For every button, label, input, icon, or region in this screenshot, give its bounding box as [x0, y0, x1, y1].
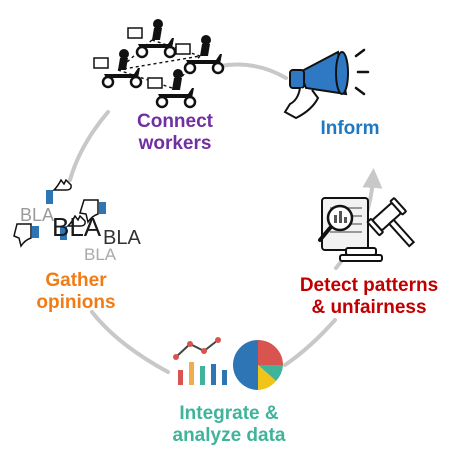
bla-text: BLA	[20, 205, 55, 225]
gather-opinions-label: Gather opinions	[26, 270, 126, 314]
thumbs-down-icon	[79, 199, 106, 224]
arc-gather-to-connect	[68, 110, 110, 182]
arc-integrate-to-gather	[90, 310, 170, 374]
integrate-analyze-line2: analyze data	[172, 425, 286, 446]
scooter-rider-icon	[127, 19, 177, 59]
charts-icon	[173, 337, 283, 390]
megaphone-icon	[283, 48, 370, 120]
scooter-network-icon	[93, 19, 225, 109]
bla-text: BLA	[52, 212, 102, 242]
connect-workers-line1: Connect	[137, 111, 213, 132]
bla-text: BLA	[84, 245, 117, 264]
connect-workers-label: Connect workers	[110, 111, 240, 155]
bla-text: BLA	[103, 227, 141, 249]
inform-line1: Inform	[320, 118, 380, 139]
inform-label: Inform	[300, 118, 400, 140]
thumbs-up-icon	[46, 178, 72, 204]
integrate-analyze-line1: Integrate &	[179, 403, 279, 424]
gavel-magnifier-icon	[318, 197, 416, 262]
thumbs-up-icon	[60, 214, 86, 240]
integrate-analyze-label: Integrate & analyze data	[154, 403, 304, 447]
detect-patterns-line2: & unfairness	[311, 297, 427, 318]
scooter-rider-icon	[147, 69, 197, 109]
arc-connect-to-inform	[218, 62, 288, 80]
detect-patterns-label: Detect patterns & unfairness	[286, 275, 452, 319]
gather-opinions-line1: Gather	[45, 270, 107, 291]
line-chart-icon	[173, 337, 221, 360]
detect-patterns-line1: Detect patterns	[299, 275, 439, 296]
scooter-rider-icon	[175, 35, 225, 75]
pie-chart-icon	[233, 340, 283, 390]
bar-chart-icon	[178, 362, 227, 385]
gather-opinions-line2: opinions	[36, 292, 116, 313]
connect-workers-line2: workers	[138, 133, 212, 154]
arc-detect-to-integrate	[283, 318, 337, 367]
scooter-rider-icon	[93, 49, 143, 89]
thumbs-bla-icon	[13, 178, 106, 248]
thumbs-down-icon	[13, 223, 39, 248]
